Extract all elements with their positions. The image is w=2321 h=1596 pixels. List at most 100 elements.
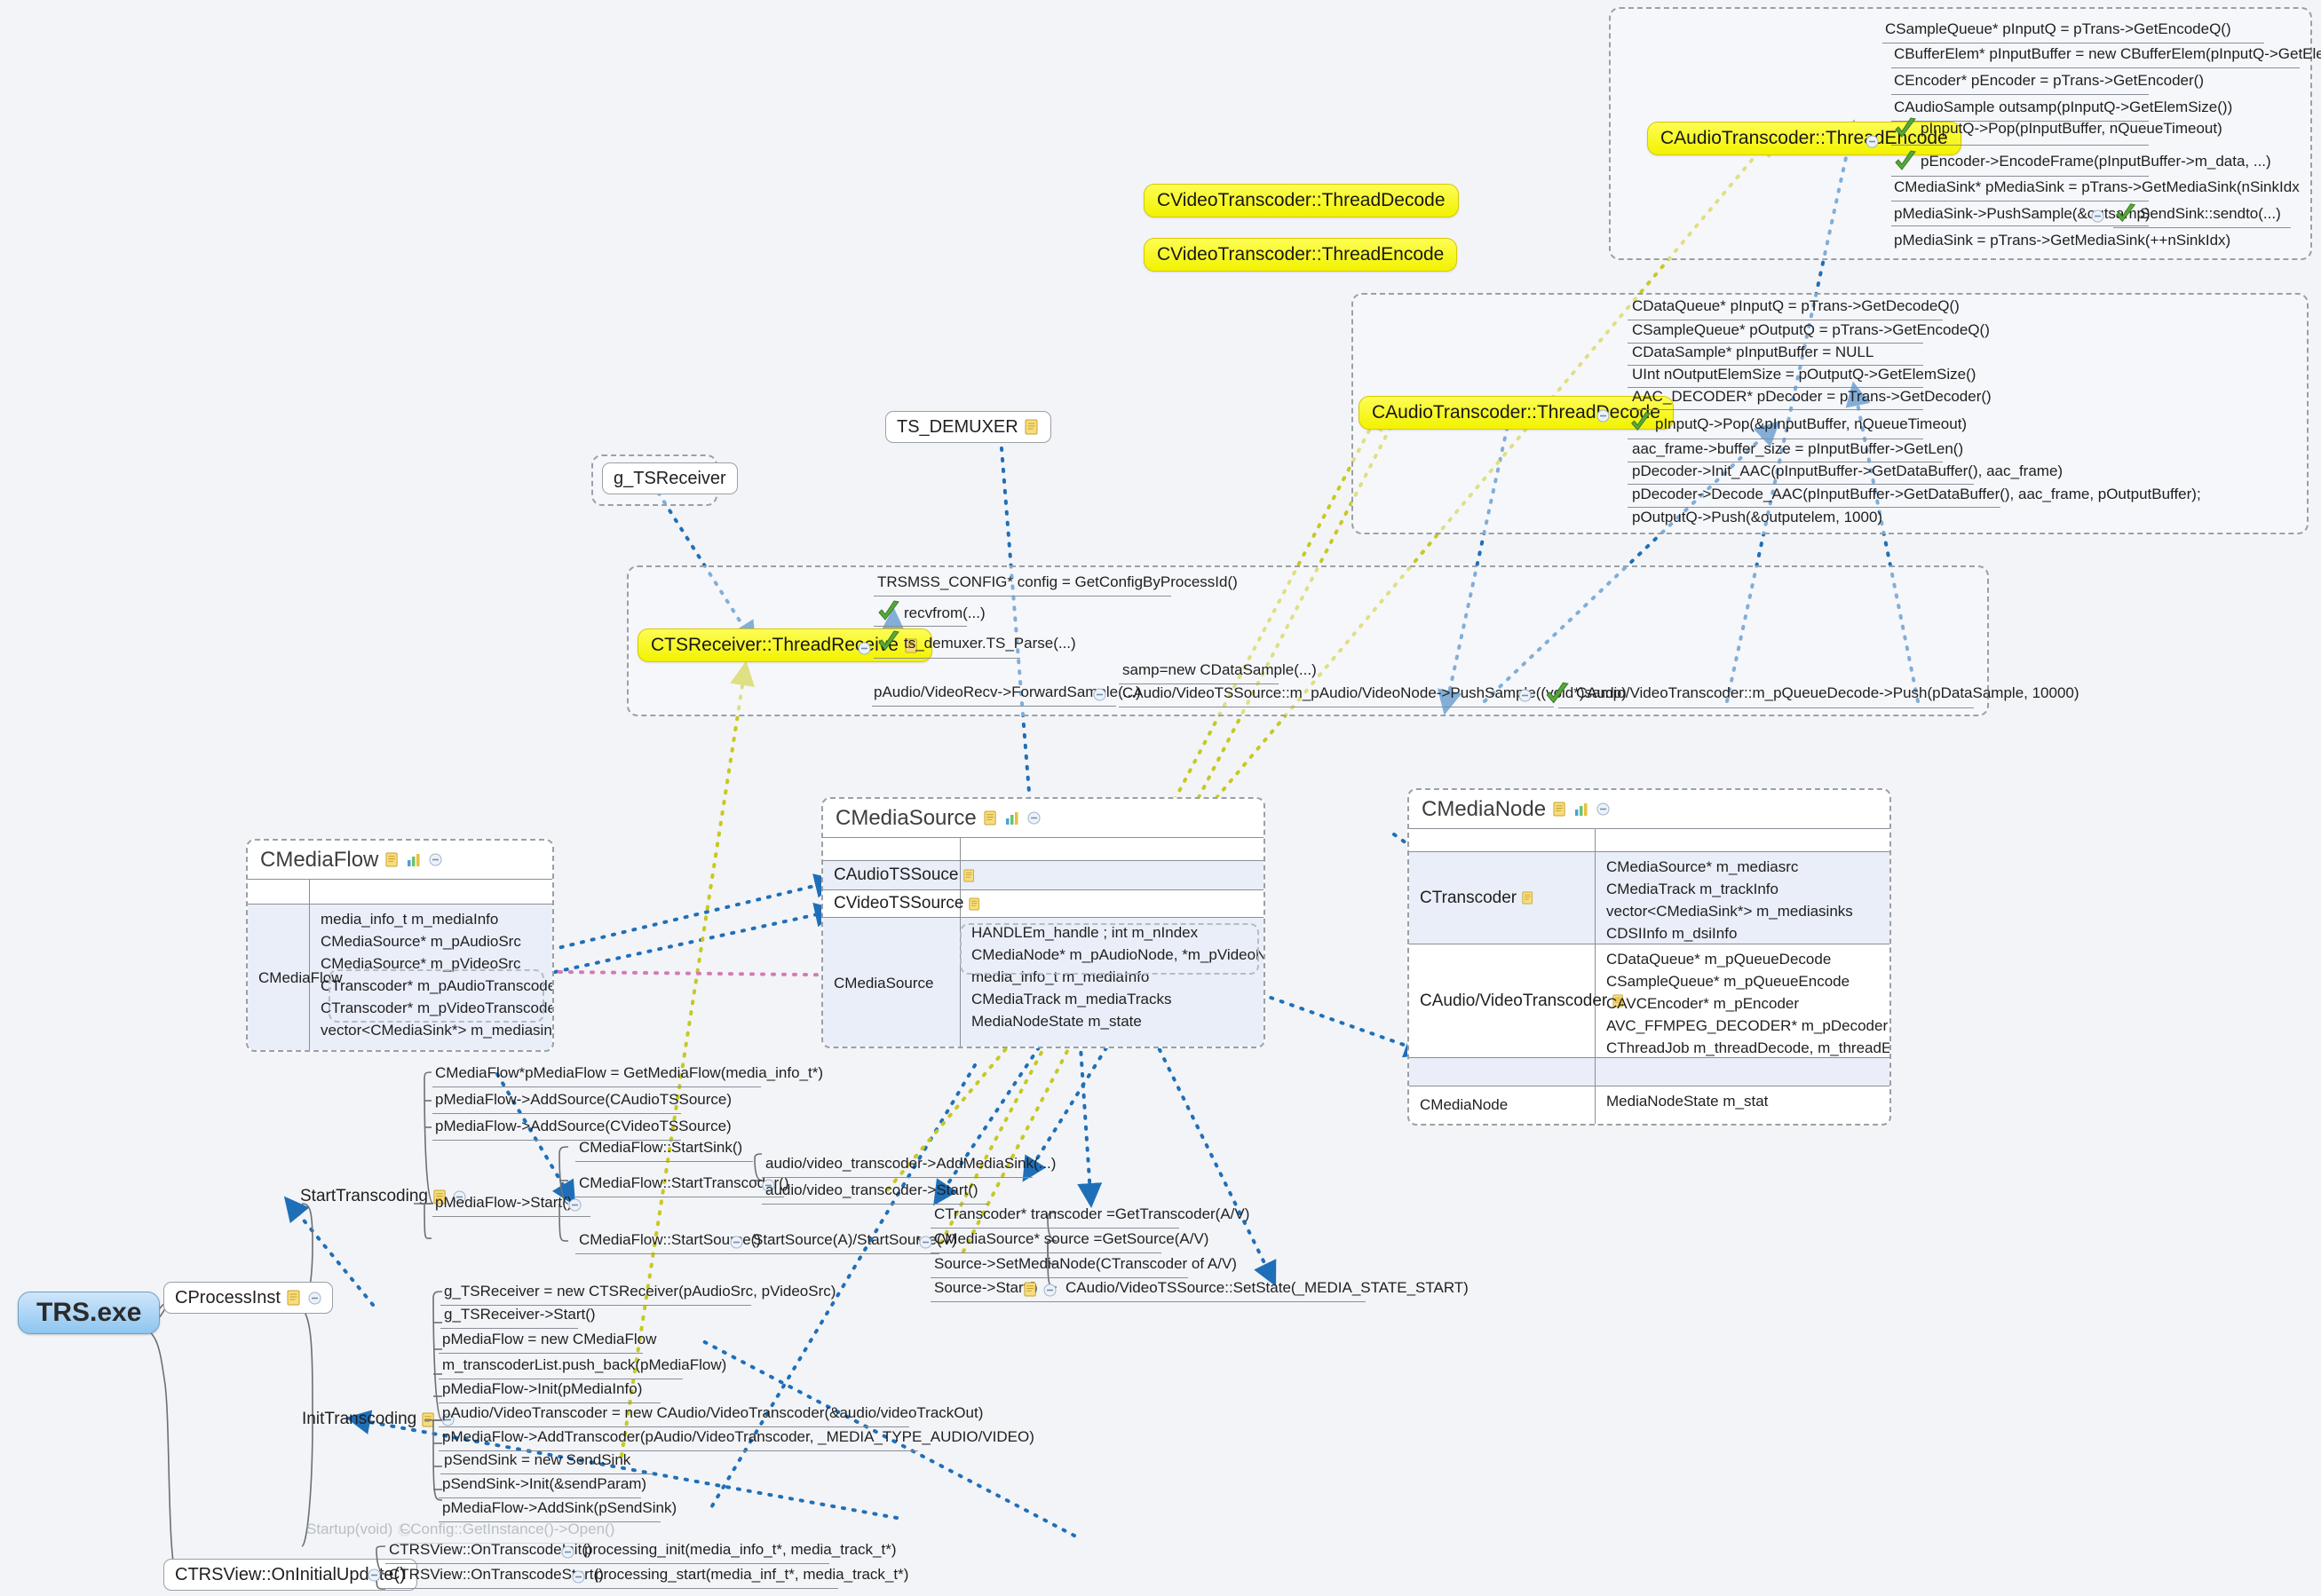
decode-line-5: aac_frame->buffer_size = pInputBuffer->G… [1632,440,1964,457]
transcoder-child-0: audio/video_transcoder->AddMediaSink(...… [765,1155,1057,1172]
cmediasource-row-audiots: CAudioTSSouce [823,861,1263,890]
pmediaflow-start-label: pMediaFlow->Start() [435,1194,573,1211]
label-text: CAudioTSSouce [834,865,959,884]
receiver-forward-label: pAudio/VideoRecv->ForwardSample(...) [874,683,1141,700]
inittranscoding-head: g_TSReceiver = new CTSReceiver(pAudioSrc… [444,1283,836,1300]
note-icon [1612,994,1625,1007]
cell [1409,1058,1596,1086]
collapse-circle-icon[interactable] [858,642,871,655]
chart-icon [407,852,422,867]
node-cprocessinst[interactable]: CProcessInst [163,1282,333,1314]
node-cvideotranscoder-threadencode[interactable]: CVideoTranscoder::ThreadEncode [1144,238,1458,272]
cell [248,880,310,904]
receiver-forward-tail: CAudio/VideoTranscoder::m_pQueueDecode->… [1576,684,2079,701]
rule [432,1113,681,1114]
decode-line-3: AAC_DECODER* pDecoder = pTrans->GetDecod… [1632,388,1992,405]
decode-line-4: pInputQ->Pop(&pInputBuffer, nQueueTimeou… [1655,415,1968,432]
rule [931,1277,1188,1278]
g-tsreceiver-label: g_TSReceiver [614,469,726,488]
collapse-circle-icon[interactable] [1866,135,1879,148]
note-icon [1024,1282,1038,1297]
cmediaflow-header: CMediaFlow [248,841,552,880]
node-ctsreceiver-threadreceive[interactable]: CTSReceiver::ThreadReceive [638,628,932,662]
encode-line-3: pInputQ->Pop(pInputBuffer, nQueueTimeout… [1921,120,2222,137]
cvideotssource-label: CVideoTSSource [823,890,980,917]
chart-icon [1005,810,1020,826]
collapse-circle-icon[interactable] [561,1545,574,1559]
rule [1119,683,1279,684]
ctranscoder-label: CTranscoder [1409,852,1596,944]
class-box-cmediaflow: CMediaFlow CMediaFlow media_info_t m_med… [246,839,554,1052]
cmediasource-title: CMediaSource [836,805,977,830]
collapse-circle-icon[interactable] [1093,688,1106,701]
source-step-0: CMediaSource* source =GetSource(A/V) [934,1230,1209,1247]
collapse-circle-icon[interactable] [368,1568,381,1582]
encode-line-6: pMediaSink->PushSample(&outsamp) [1894,205,2151,222]
decode-head-text: CDataQueue* pInputQ = pTrans->GetDecodeQ… [1632,297,1960,314]
field: CMediaTrack m_mediaTracks [971,991,1172,1007]
collapse-circle-icon[interactable] [429,853,442,866]
decode-line-8: pOutputQ->Push(&outputelem, 1000) [1632,509,1883,525]
encode-head-text: CSampleQueue* pInputQ = pTrans->GetEncod… [1885,20,2231,37]
node-ts-demuxer[interactable]: TS_DEMUXER [885,411,1051,443]
class-box-cmedianode: CMediaNode CTranscoder CMediaSource* m_m… [1407,788,1891,1126]
rule [1628,507,2000,508]
starttranscoding-item-1: pMediaFlow->AddSource(CVideoTSSource) [435,1118,732,1134]
inittranscoding-item-7: pSendSink->Init(&sendParam) [442,1475,647,1492]
cmedianode-empty-row [1409,829,1889,852]
rule [2113,227,2291,228]
note-icon [969,897,981,911]
node-startup[interactable]: Startup(void) [306,1520,411,1539]
collapse-circle-icon[interactable] [1518,689,1532,702]
cmediaflow-title: CMediaFlow [260,847,379,872]
green-check-icon [875,628,902,655]
rule [439,1426,909,1427]
cmedianode-fields: MediaNodeState m_stat [1596,1086,1889,1124]
green-check-icon [1628,410,1653,435]
rule [1891,67,2300,68]
node-caudiotranscoder-threaddecode[interactable]: CAudioTranscoder::ThreadDecode [1359,396,1674,430]
rule [385,1563,829,1564]
collapse-circle-icon[interactable] [398,1523,411,1537]
cmediasource-fields: HANDLEm_handle ; int m_nIndex CMediaNode… [961,918,1263,1047]
inittranscoding-item-8: pMediaFlow->AddSink(pSendSink) [442,1499,677,1516]
collapse-circle-icon[interactable] [1027,811,1041,825]
collapse-circle-icon[interactable] [1043,1284,1057,1297]
field: CAVCEncoder* m_pEncoder [1606,995,1800,1012]
rule [1628,409,1923,410]
rule [931,1252,1161,1253]
cprocessinst-label: CProcessInst [175,1288,281,1308]
rule [440,1305,751,1306]
decode-line-6: pDecoder->Init_AAC(pInputBuffer->GetData… [1632,462,2064,479]
node-starttranscoding[interactable]: StartTranscoding [300,1187,466,1206]
decode-line-1: CDataSample* pInputBuffer = NULL [1632,344,1874,360]
encode-line-2: CAudioSample outsamp(pInputQ->GetElemSiz… [1894,99,2233,115]
note-icon [433,1189,448,1205]
rule [1558,707,1974,708]
collapse-circle-icon[interactable] [572,1570,585,1584]
node-g-tsreceiver[interactable]: g_TSReceiver [602,462,738,494]
label-text: CVideoTSSource [834,894,964,913]
collapse-circle-icon[interactable] [762,1179,775,1192]
rule [1628,387,1923,388]
field: HANDLEm_handle ; int m_nIndex [971,924,1199,941]
collapse-circle-icon[interactable] [453,1190,466,1204]
collapse-circle-icon[interactable] [1596,802,1610,816]
rule [1628,484,1974,485]
collapse-circle-icon[interactable] [919,1236,932,1249]
collapse-circle-icon[interactable] [308,1292,321,1305]
collapse-circle-icon[interactable] [730,1236,743,1249]
inittranscoding-item-4: pAudio/VideoTranscoder = new CAudio/Vide… [442,1404,984,1421]
rule [1891,225,2149,226]
collapse-circle-icon[interactable] [568,1198,582,1212]
node-inittranscoding[interactable]: InitTranscoding [302,1410,455,1429]
green-check-icon [1543,680,1572,708]
root-node-trs-exe[interactable]: TRS.exe [18,1292,161,1334]
collapse-circle-icon[interactable] [2091,209,2104,223]
collapse-circle-icon[interactable] [1596,409,1610,423]
cmedianode-row-state: CMediaNode MediaNodeState m_stat [1409,1086,1889,1124]
receiver-head-text: TRSMSS_CONFIG* config = GetConfigByProce… [877,573,1238,590]
node-cvideotranscoder-threaddecode[interactable]: CVideoTranscoder::ThreadDecode [1144,184,1459,217]
label-text: CAudio/VideoTranscoder [1420,991,1608,1010]
caudiotssouce-label: CAudioTSSouce [823,861,975,889]
